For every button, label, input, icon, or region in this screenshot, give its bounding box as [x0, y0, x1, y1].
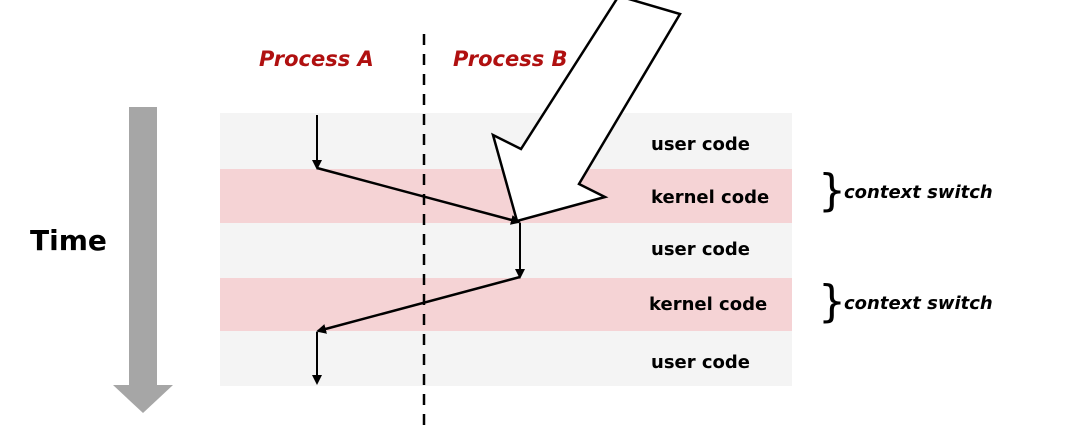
process-b-label: Process B [453, 47, 568, 71]
band-kernel-2 [220, 278, 792, 331]
band-user-2 [220, 223, 792, 278]
row-label-user-1: user code [651, 134, 751, 155]
row-label-kernel-2: kernel code [649, 294, 768, 315]
flow-switch-b-to-a [316, 275, 521, 334]
context-switch-label-2: context switch [844, 293, 993, 314]
row-label-user-3: user code [651, 352, 751, 373]
context-switch-brace-2: } [818, 276, 846, 327]
row-label-user-2: user code [651, 239, 751, 260]
context-switch-brace-1: } [818, 165, 846, 216]
highlight-pointer-arrow [491, 0, 682, 223]
time-label: Time [30, 224, 107, 257]
time-arrow-head [113, 385, 173, 413]
process-a-label: Process A [259, 47, 374, 71]
flow-switch-a-to-b [316, 166, 521, 225]
context-switch-label-1: context switch [844, 182, 993, 203]
time-arrow-shaft [129, 107, 157, 385]
row-label-kernel-1: kernel code [651, 187, 770, 208]
